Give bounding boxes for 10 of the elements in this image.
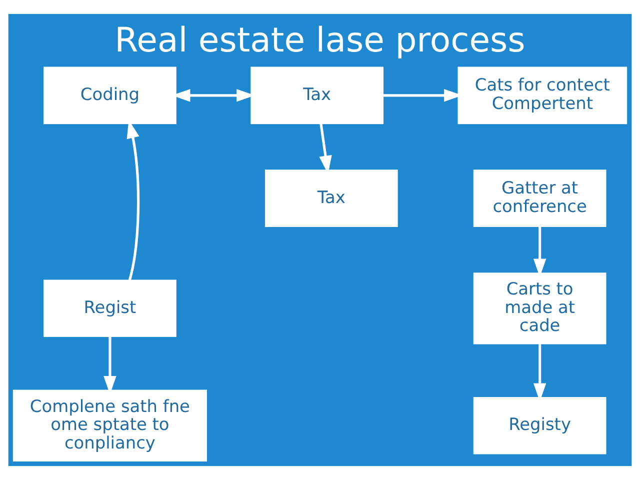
node-box: Complene sath fne ome sptate to conpliancy	[12, 390, 207, 462]
node-box: Carts to made at cade	[473, 272, 606, 344]
node-box: Tax	[264, 170, 398, 227]
diagram-title: Real estate lase process	[114, 20, 526, 60]
node-box: Gatter at conference	[473, 170, 606, 227]
node-box: Regist	[44, 280, 176, 338]
node-box: Cats for contect Compertent	[458, 66, 628, 124]
node-box: Coding	[44, 66, 176, 124]
node-box: Registy	[473, 396, 606, 454]
node-box: Tax	[250, 66, 384, 124]
